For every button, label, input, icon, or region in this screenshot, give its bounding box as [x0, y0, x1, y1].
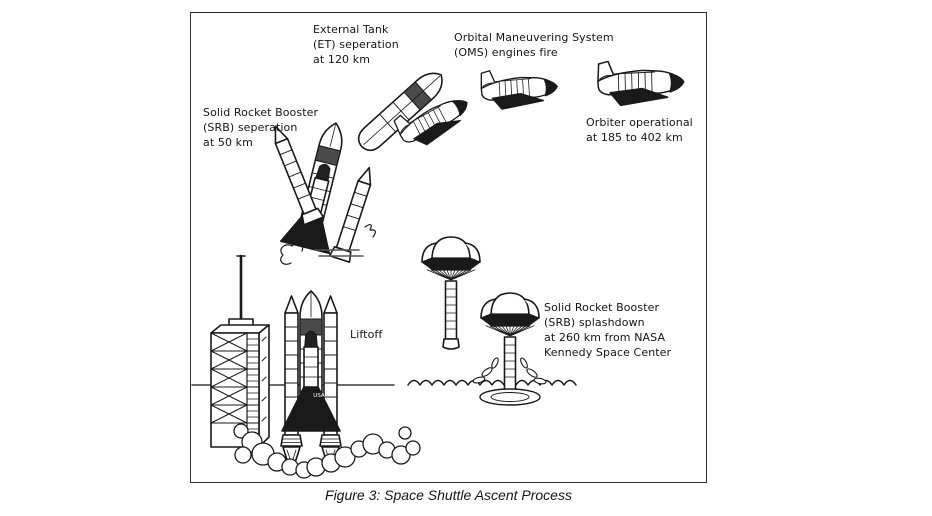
- figure-caption: Figure 3: Space Shuttle Ascent Process: [325, 487, 572, 503]
- splash: [472, 357, 547, 406]
- label-srb-splashdown: Solid Rocket Booster (SRB) splashdown at…: [544, 301, 672, 359]
- diagram-border: USA: [190, 12, 707, 483]
- liftoff-shuttle-stack: USA: [280, 290, 342, 472]
- launch-tower: [210, 254, 270, 448]
- srb-parachute-descending: [421, 236, 481, 350]
- label-liftoff: Liftoff: [350, 328, 383, 341]
- operational-orbiter-drawing: [595, 55, 686, 108]
- oms-burn-orbiter-drawing: [478, 63, 560, 112]
- smoke-trail: [280, 224, 376, 265]
- orbiter-front: USA: [281, 330, 341, 432]
- water-waves: [407, 379, 577, 386]
- usa-wing-marking: USA: [313, 393, 325, 399]
- srb-separation-drawing: [274, 122, 376, 265]
- srb-splashdown-drawing: [407, 236, 577, 406]
- ascent-diagram-art: USA: [191, 55, 686, 479]
- liftoff-drawing: USA: [191, 254, 421, 479]
- label-orbiter-operational: Orbiter operational at 185 to 402 km: [586, 116, 693, 144]
- et-separation-drawing: [357, 72, 476, 155]
- label-srb-separation: Solid Rocket Booster (SRB) seperation at…: [203, 106, 319, 149]
- srb-parachute-splashing: [472, 292, 547, 406]
- separating-external-tank: [357, 72, 443, 152]
- label-et-separation: External Tank (ET) seperation at 120 km: [313, 23, 399, 66]
- separating-srb-right: [328, 166, 372, 263]
- separating-srb-left: [274, 125, 325, 226]
- smoke-clouds: [233, 423, 421, 479]
- label-oms-engines-fire: Orbital Maneuvering System (OMS) engines…: [454, 31, 614, 59]
